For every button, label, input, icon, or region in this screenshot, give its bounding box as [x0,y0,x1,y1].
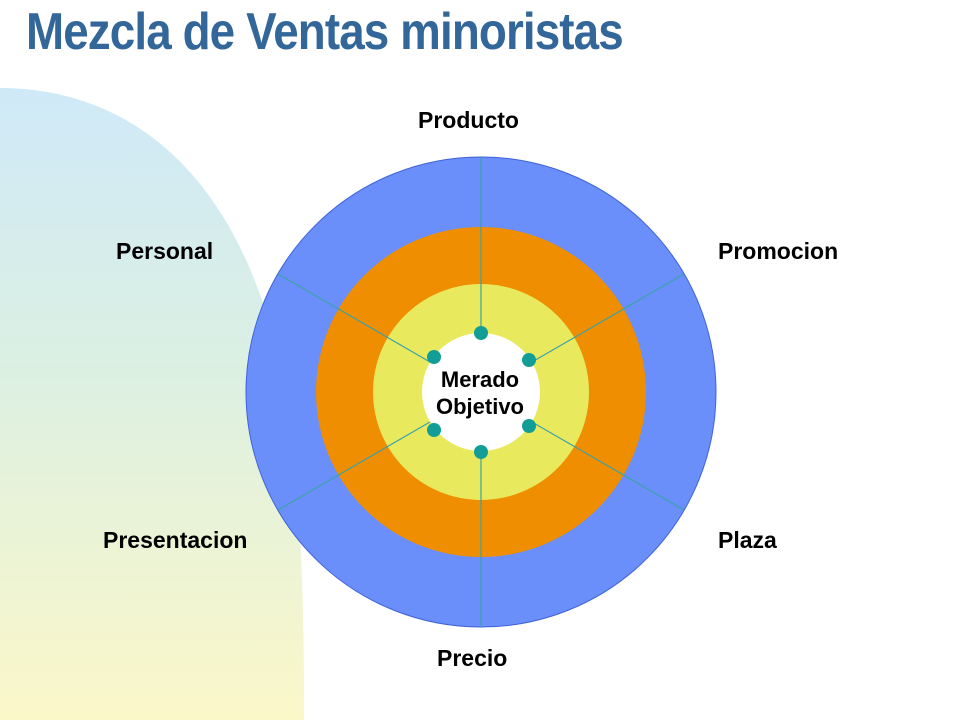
center-label: Merado Objetivo [410,366,550,420]
segment-label-plaza: Plaza [718,527,777,553]
dot-icon [522,353,536,367]
segment-label-precio: Precio [437,645,508,671]
center-label-line1: Merado [440,367,520,392]
dot-icon [474,445,488,459]
slide-title: Mezcla de Ventas minoristas [26,3,624,61]
divider-line-promocion [531,273,685,363]
center-label-line2: Objetivo [435,394,524,419]
divider-line-plaza [531,421,685,511]
center-circle [422,333,540,451]
dot-icon [427,423,441,437]
segment-label-producto: Producto [418,107,519,133]
segment-label-personal: Personal [116,238,214,264]
dot-icon [474,326,488,340]
dot-icon [522,419,536,433]
segment-label-presentacion: Presentacion [103,527,248,553]
dot-icon [427,350,441,364]
segment-label-promocion: Promocion [718,238,839,264]
divider-line-presentacion [277,421,431,511]
divider-line-personal [277,273,431,363]
